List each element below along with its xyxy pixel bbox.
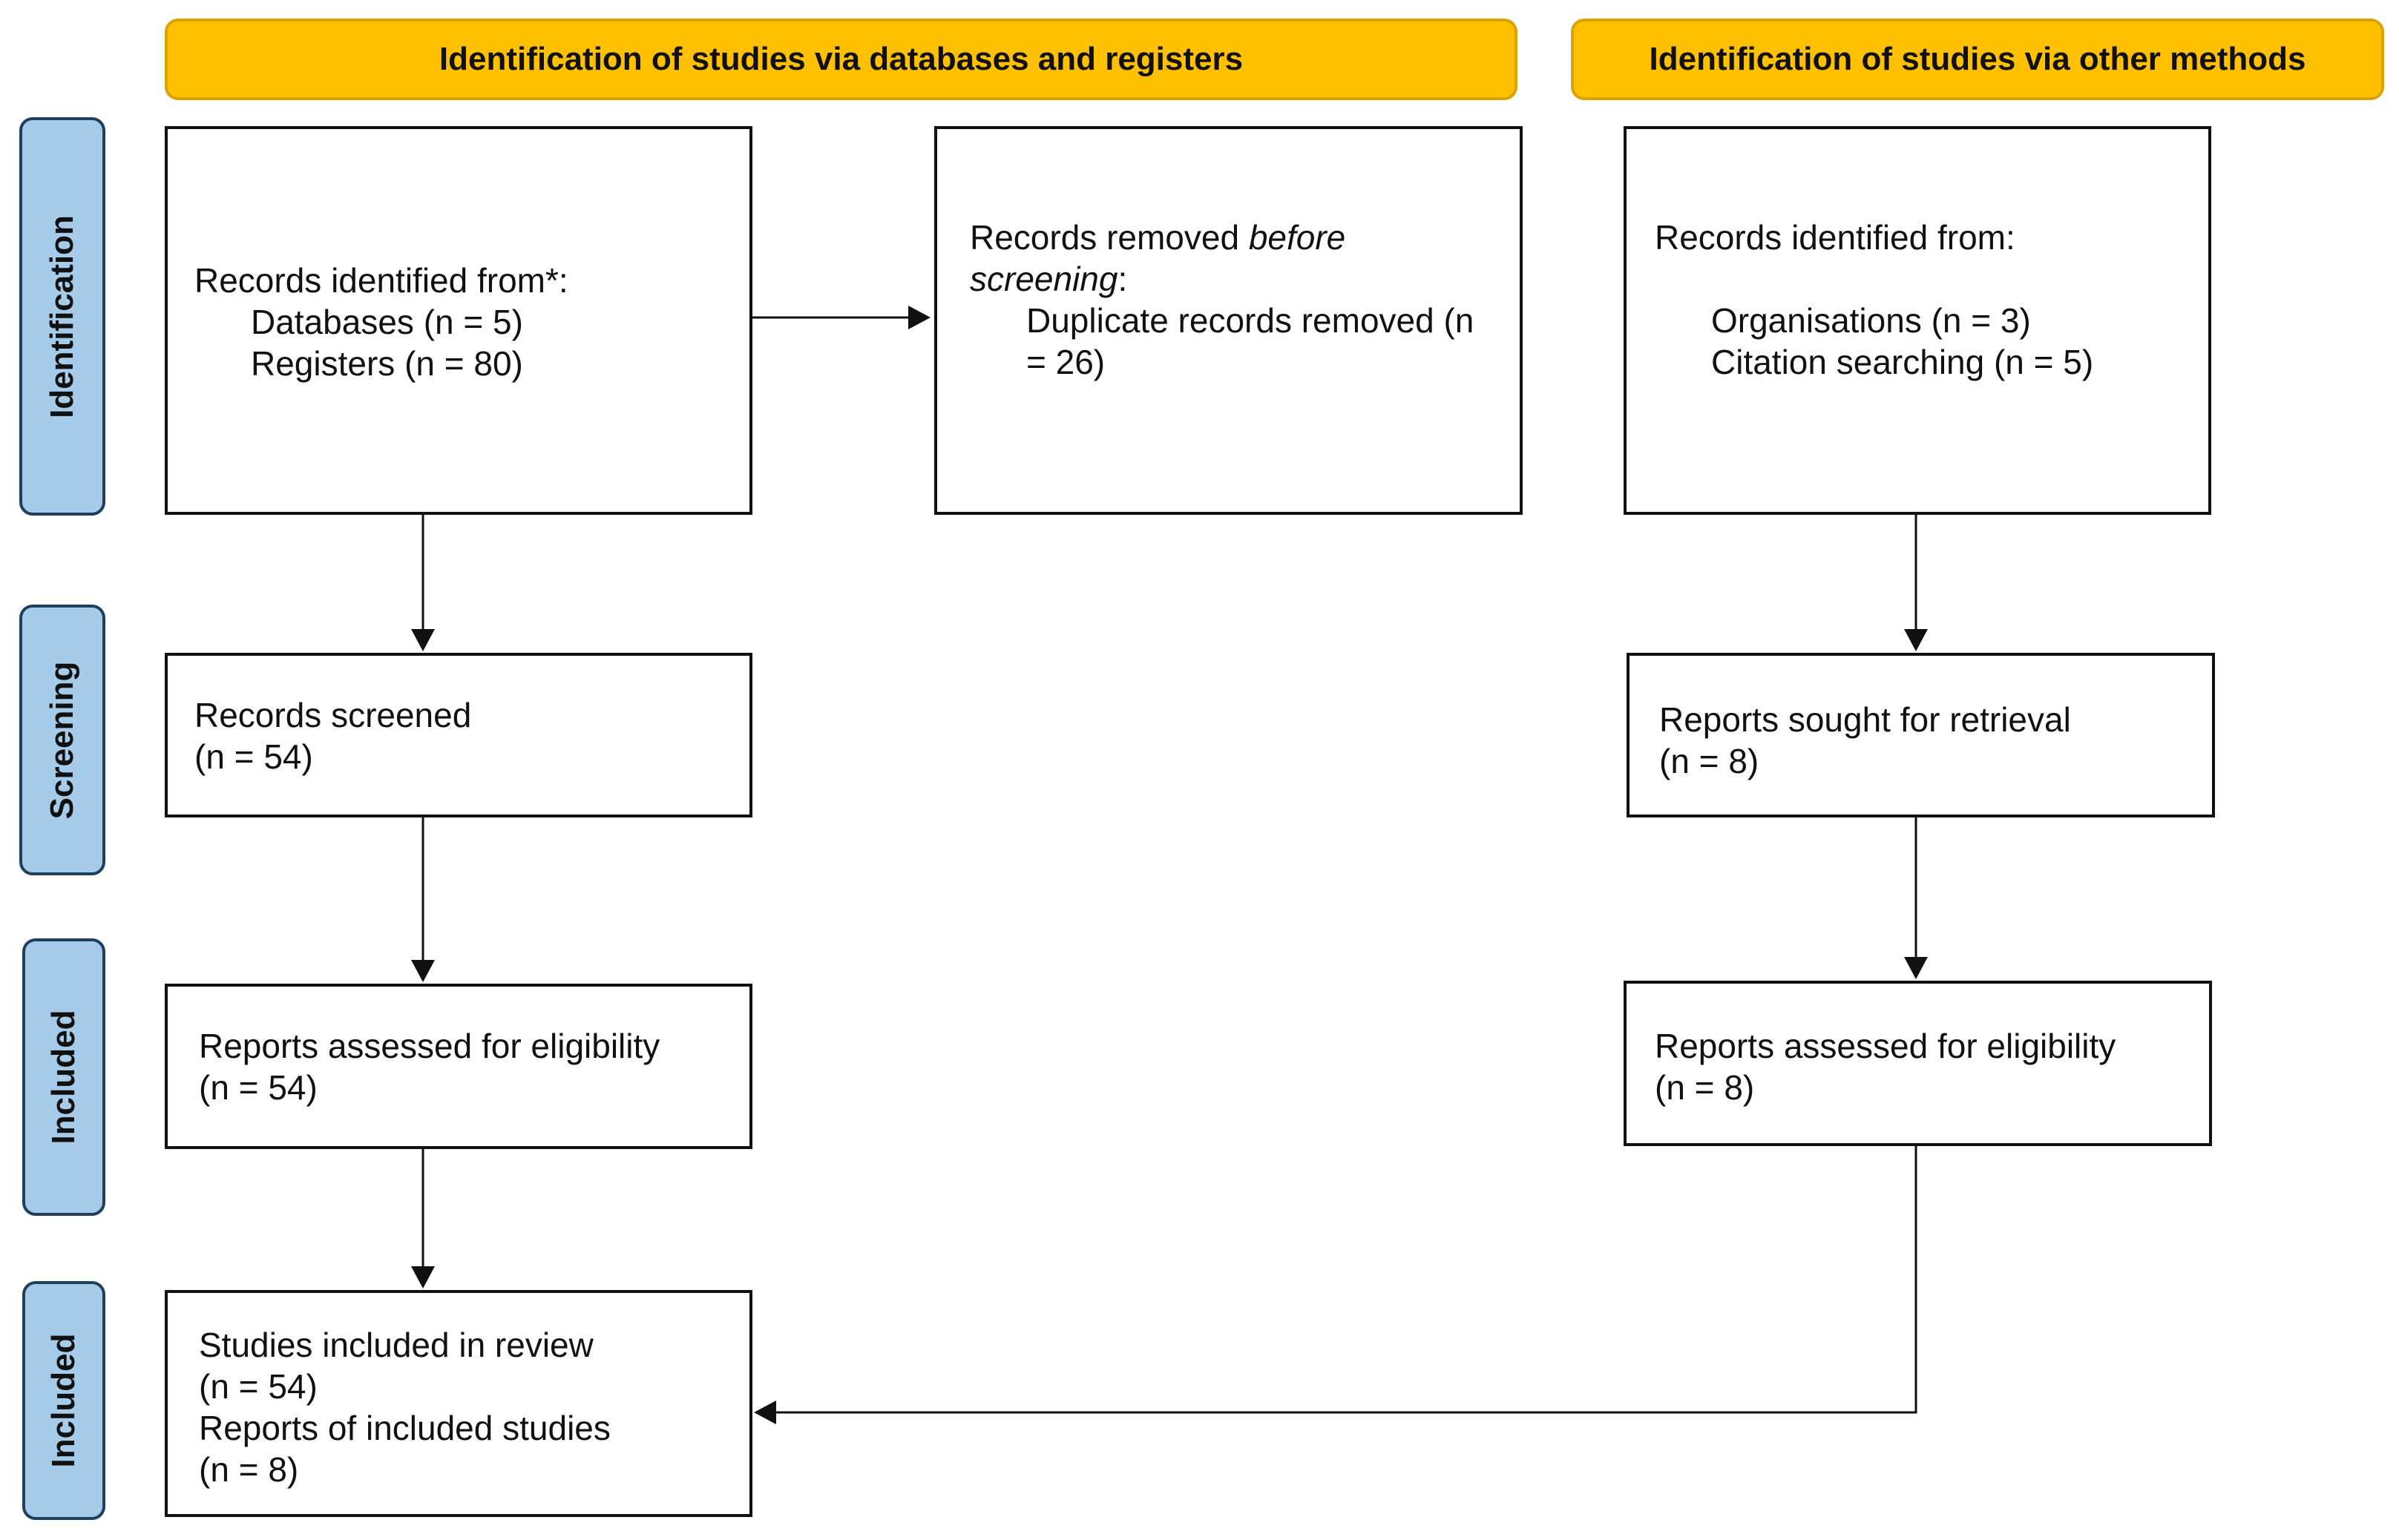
arrowhead-included-from-right [754,1401,776,1424]
assessed-left-box: Reports assessed for eligibility (n = 54… [165,984,752,1149]
reports-sought-count: (n = 8) [1659,742,1759,780]
records-screened-count: (n = 54) [194,737,313,776]
arrowhead-assessed-right [1904,957,1928,979]
phase-screening: Screening [19,605,105,875]
records-identified-box: Records identified from*: Databases (n =… [165,126,752,515]
databases-count: Databases (n = 5) [251,303,523,341]
assessed-left-title: Reports assessed for eligibility [199,1027,660,1065]
records-removed-box: Records removed before screening: Duplic… [934,126,1523,515]
reports-sought-box: Reports sought for retrieval (n = 8) [1627,653,2215,817]
other-identified-title: Records identified from: [1655,218,2015,257]
registers-count: Registers (n = 80) [251,344,523,383]
assessed-right-count: (n = 8) [1655,1068,1755,1107]
records-screened-title: Records screened [194,696,472,734]
arrowhead-records-removed [908,306,931,329]
reports-sought-title: Reports sought for retrieval [1659,700,2071,739]
records-removed-title-2: screening: [970,260,1128,298]
phase-identification: Identification [19,117,105,516]
assessed-right-box: Reports assessed for eligibility (n = 8) [1624,981,2212,1146]
databases-header: Identification of studies via databases … [165,19,1517,100]
reports-included-title: Reports of included studies [199,1409,611,1447]
other-identified-box: Records identified from: Organisations (… [1624,126,2211,515]
assessed-right-title: Reports assessed for eligibility [1655,1027,2116,1065]
studies-included-box: Studies included in review (n = 54) Repo… [165,1290,752,1517]
studies-included-count: (n = 54) [199,1367,318,1406]
reports-included-count: (n = 8) [199,1450,299,1489]
phase-included-2: Included [22,1281,105,1520]
organisations-count: Organisations (n = 3) [1711,301,2031,340]
records-identified-title: Records identified from*: [194,261,568,300]
arrowhead-studies-included [411,1266,435,1289]
citation-searching-count: Citation searching (n = 5) [1711,343,2094,381]
arrowhead-records-screened [411,629,435,651]
records-removed-title: Records removed before [970,218,1346,257]
arrowhead-assessed-left [411,960,435,982]
duplicates-removed-2: = 26) [1026,343,1106,381]
phase-included-1: Included [22,938,105,1216]
other-methods-header: Identification of studies via other meth… [1571,19,2384,100]
arrow-assessed-right-to-included [770,1146,1917,1414]
studies-included-title: Studies included in review [199,1326,594,1364]
assessed-left-count: (n = 54) [199,1068,318,1107]
arrowhead-reports-sought [1904,629,1928,651]
records-screened-box: Records screened (n = 54) [165,653,752,817]
duplicates-removed-1: Duplicate records removed (n [1026,301,1474,340]
